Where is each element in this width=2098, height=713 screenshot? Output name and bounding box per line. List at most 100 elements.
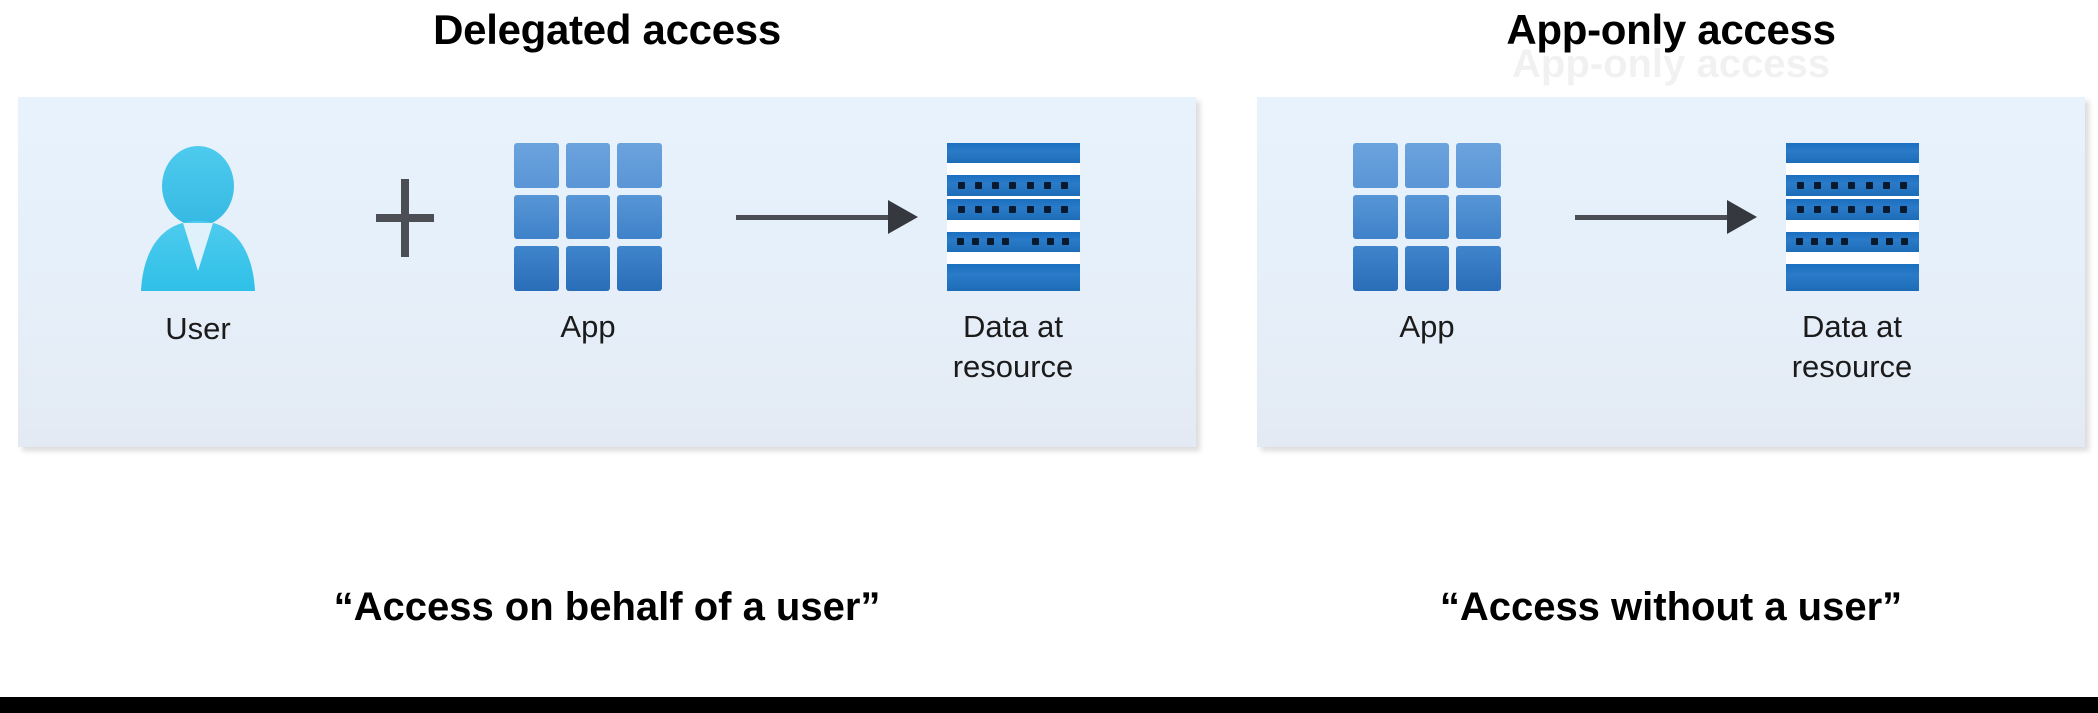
arrow-shaft xyxy=(1575,215,1733,220)
app-cell xyxy=(514,194,559,240)
app-cell xyxy=(565,143,611,188)
node-data: Data at resource xyxy=(1717,143,1987,386)
rack-dot-blank xyxy=(1856,238,1863,245)
rack-band-solid xyxy=(946,143,1080,164)
arrow-right-icon xyxy=(1575,143,1765,293)
rack-dot xyxy=(1061,182,1069,190)
rack-gap xyxy=(1785,195,1919,200)
node-app-label: App xyxy=(560,309,616,344)
app-cell xyxy=(617,246,662,291)
data-rack-icon xyxy=(946,143,1080,291)
rack-dot xyxy=(1883,206,1891,214)
rack-dot xyxy=(1796,206,1804,214)
arrow-head xyxy=(1727,200,1757,234)
rack-dot xyxy=(1900,206,1908,214)
rack-dot xyxy=(1883,182,1891,190)
rack-dot xyxy=(957,182,965,190)
rack-gap xyxy=(946,163,1080,176)
rack-dot xyxy=(1900,182,1908,190)
app-cell xyxy=(1353,194,1398,240)
app-cell xyxy=(1404,246,1450,291)
node-data: Data at resource xyxy=(878,143,1148,386)
node-app-label: App xyxy=(1399,309,1455,344)
rack-dot xyxy=(992,182,1000,190)
rack-dot xyxy=(1848,206,1856,214)
rack-dot xyxy=(1831,206,1839,214)
arrow-head xyxy=(888,200,918,234)
rack-dot xyxy=(974,182,982,190)
rack-dot xyxy=(1886,238,1894,246)
plus-vertical-bar xyxy=(401,179,409,257)
rack-band-dotted xyxy=(946,231,1080,253)
column-title-delegated: Delegated access xyxy=(433,6,781,53)
app-cell xyxy=(514,143,559,188)
panel-delegated-access: User App xyxy=(18,97,1196,447)
rack-dot xyxy=(971,238,979,246)
rack-dot xyxy=(1825,238,1833,246)
rack-dot xyxy=(1062,238,1070,246)
panel-app-only-access: App xyxy=(1257,97,2085,447)
app-cell xyxy=(514,246,559,291)
rack-dot xyxy=(1047,238,1055,246)
flow-app-only: App xyxy=(1257,97,2085,447)
app-grid-icon xyxy=(514,143,662,291)
rack-gap xyxy=(946,252,1080,265)
rack-dot xyxy=(1044,206,1052,214)
app-cell xyxy=(1456,143,1501,188)
node-app: App xyxy=(458,143,718,347)
rack-dot xyxy=(986,238,994,246)
rack-dot xyxy=(1026,206,1034,214)
rack-dot xyxy=(956,238,964,246)
rack-dot xyxy=(1061,206,1069,214)
rack-dot xyxy=(1009,182,1017,190)
rack-band-dotted xyxy=(946,199,1080,220)
data-rack-icon xyxy=(1785,143,1919,291)
node-app: App xyxy=(1297,143,1557,347)
app-cell xyxy=(565,246,611,291)
caption-app-only: “Access without a user” xyxy=(1439,585,1903,629)
rack-gap xyxy=(1785,219,1919,232)
rack-gap xyxy=(946,219,1080,232)
rack-gap xyxy=(1785,252,1919,265)
app-cell xyxy=(617,143,662,188)
rack-band-dotted xyxy=(1785,175,1919,196)
rack-dot xyxy=(1796,182,1804,190)
rack-dot xyxy=(1831,182,1839,190)
rack-dot xyxy=(1865,206,1873,214)
node-user-label: User xyxy=(165,311,231,346)
rack-dot xyxy=(1795,238,1803,246)
rack-dot xyxy=(1813,182,1821,190)
rack-gap xyxy=(1785,163,1919,176)
bottom-bar xyxy=(0,697,2098,713)
app-cell xyxy=(1404,143,1450,188)
rack-band-dotted xyxy=(1785,231,1919,253)
rack-dot xyxy=(992,206,1000,214)
caption-delegated: “Access on behalf of a user” xyxy=(333,585,881,629)
rack-band-dotted xyxy=(946,175,1080,196)
app-cell xyxy=(617,194,662,240)
rack-dot xyxy=(1026,182,1034,190)
rack-dot xyxy=(1848,182,1856,190)
node-data-label: Data at resource xyxy=(1791,309,1913,384)
rack-dot xyxy=(1901,238,1909,246)
rack-dot xyxy=(974,206,982,214)
rack-dot xyxy=(1009,206,1017,214)
rack-dot-blank xyxy=(1017,238,1024,245)
rack-dot xyxy=(1032,238,1040,246)
plus-icon xyxy=(370,143,440,293)
rack-gap xyxy=(946,195,1080,200)
rack-band-solid xyxy=(1785,264,1919,291)
rack-band-dotted xyxy=(1785,199,1919,220)
user-icon-box xyxy=(123,143,273,293)
app-cell xyxy=(1353,246,1398,291)
app-cell xyxy=(1404,194,1450,240)
column-title-app-only: App-only access xyxy=(1506,6,1836,53)
rack-dot xyxy=(1840,238,1848,246)
rack-dot xyxy=(1044,182,1052,190)
user-icon xyxy=(141,146,255,291)
rack-band-solid xyxy=(1785,143,1919,164)
app-cell xyxy=(1456,246,1501,291)
rack-dot xyxy=(1871,238,1879,246)
node-user: User xyxy=(98,143,298,349)
